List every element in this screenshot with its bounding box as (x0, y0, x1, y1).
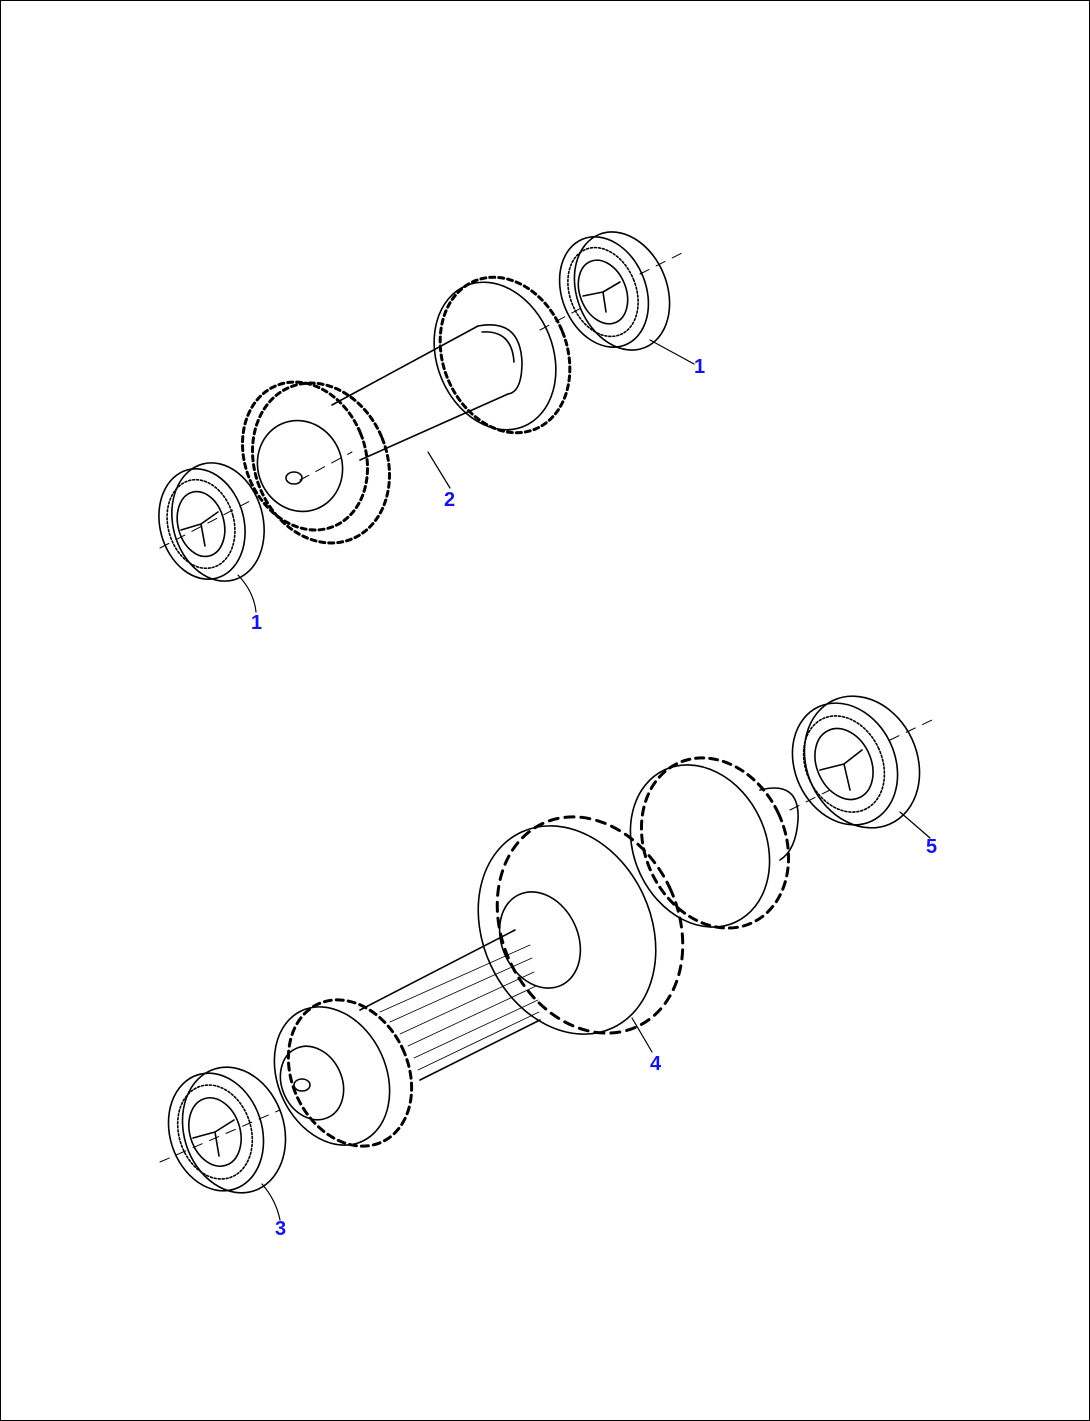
lower-large-gear (477, 815, 685, 1035)
upper-leader-lines (237, 339, 695, 613)
lower-right-bearing (791, 695, 921, 829)
callout-2-upper-shaft[interactable]: 2 (444, 489, 456, 511)
lower-centerline (159, 719, 933, 1163)
callout-4-lower-shaft[interactable]: 4 (650, 1053, 662, 1075)
lower-left-bearing (167, 1066, 287, 1194)
lower-rear-gear (629, 756, 799, 930)
callout-3-lower-left[interactable]: 3 (275, 1218, 287, 1240)
callout-5-lower-right[interactable]: 5 (926, 836, 938, 858)
upper-shaft (331, 324, 523, 461)
lower-front-gear (273, 998, 414, 1148)
lower-splined-shaft (359, 929, 541, 1081)
upper-left-gear (241, 380, 391, 545)
upper-centerline (159, 251, 685, 549)
callout-1-upper-right[interactable]: 1 (694, 356, 706, 378)
lower-leader-lines (261, 811, 931, 1221)
upper-left-bearing (158, 462, 265, 582)
upper-right-bearing (558, 231, 671, 351)
upper-right-gear (433, 275, 572, 435)
callout-1-upper-left[interactable]: 1 (251, 612, 263, 634)
